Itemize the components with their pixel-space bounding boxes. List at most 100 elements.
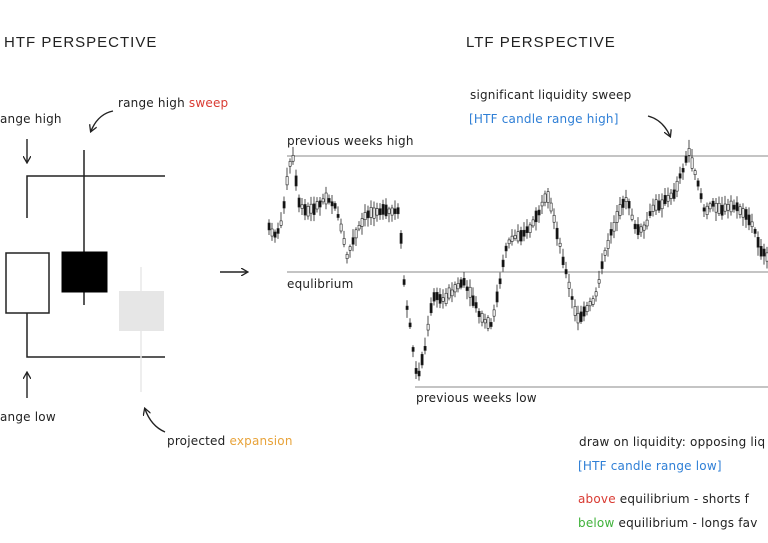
ltf-candle-body bbox=[729, 200, 733, 213]
ltf-candle-body bbox=[501, 259, 505, 268]
ltf-candle-body bbox=[387, 208, 391, 214]
ltf-candle-body bbox=[756, 237, 760, 248]
ltf-candle-body bbox=[732, 204, 736, 210]
ltf-candle-body bbox=[555, 227, 559, 240]
ltf-candle-body bbox=[351, 237, 355, 245]
ltf-candle-body bbox=[432, 292, 436, 302]
ltf-candle-body bbox=[390, 207, 394, 216]
ltf-candle-body bbox=[561, 256, 565, 266]
ltf-candle-body bbox=[723, 203, 727, 212]
below-rest: equilibrium - longs fav bbox=[614, 516, 758, 530]
ltf-candle-body bbox=[270, 228, 274, 237]
ltf-candle-body bbox=[765, 252, 768, 262]
ltf-candle-body bbox=[402, 279, 406, 285]
ltf-candle-body bbox=[705, 205, 709, 215]
ltf-candle-body bbox=[378, 208, 382, 216]
above-equilibrium-note: above equilibrium - shorts f bbox=[578, 492, 749, 506]
htf-range-low-line bbox=[26, 312, 165, 358]
ltf-candle-body bbox=[597, 279, 601, 284]
ltf-candle-body bbox=[375, 208, 379, 216]
ltf-candle-body bbox=[630, 214, 634, 220]
ltf-heading: LTF PERSPECTIVE bbox=[466, 34, 616, 51]
ltf-candle-body bbox=[633, 223, 637, 230]
ltf-candle-body bbox=[600, 261, 604, 269]
ltf-candle-body bbox=[369, 207, 373, 218]
ltf-candle-body bbox=[495, 291, 499, 303]
ltf-candle-body bbox=[426, 323, 430, 331]
ltf-candle-body bbox=[738, 206, 742, 215]
ltf-candle-body bbox=[438, 294, 442, 304]
ltf-candle-body bbox=[681, 168, 685, 173]
ltf-candle-body bbox=[669, 192, 673, 199]
below-equilibrium-note: below equilibrium - longs fav bbox=[578, 516, 758, 530]
ltf-candle-body bbox=[642, 224, 646, 231]
ltf-candle-body bbox=[465, 286, 469, 291]
ltf-candle-body bbox=[684, 155, 688, 163]
ltf-candle-body bbox=[660, 199, 664, 210]
ltf-candle-body bbox=[441, 297, 445, 302]
ltf-candle-body bbox=[510, 235, 514, 242]
ltf-candle-body bbox=[591, 298, 595, 305]
ltf-candle-body bbox=[525, 226, 529, 234]
ltf-candle-body bbox=[483, 319, 487, 324]
ltf-candle-body bbox=[273, 231, 277, 238]
ltf-candle-body bbox=[693, 170, 697, 175]
ltf-candle-body bbox=[408, 322, 412, 328]
ltf-candle-body bbox=[627, 201, 631, 209]
liquidity-sweep-bracket: [HTF candle range high] bbox=[469, 112, 619, 126]
ltf-candle-body bbox=[384, 204, 388, 217]
htf-white-candle bbox=[5, 252, 50, 314]
sweep-word: sweep bbox=[188, 96, 229, 110]
ltf-candle-body bbox=[399, 232, 403, 244]
ltf-candle-body bbox=[333, 203, 337, 209]
ltf-candle-body bbox=[429, 303, 433, 314]
ltf-candle-body bbox=[615, 211, 619, 223]
ltf-candle-body bbox=[294, 175, 298, 187]
ltf-candle-body bbox=[303, 204, 307, 216]
ltf-candle-body bbox=[744, 209, 748, 220]
ltf-candle-body bbox=[474, 302, 478, 309]
ltf-candle-body bbox=[315, 201, 319, 210]
ltf-candle-body bbox=[762, 248, 766, 257]
ltf-candle-body bbox=[585, 305, 589, 312]
ltf-candle-body bbox=[603, 249, 607, 256]
ltf-candle-body bbox=[279, 220, 283, 226]
ltf-candle-body bbox=[489, 322, 493, 327]
above-word: above bbox=[578, 492, 616, 506]
ltf-candle-body bbox=[366, 210, 370, 219]
ltf-candle-body bbox=[726, 204, 730, 211]
ltf-candle-body bbox=[453, 284, 457, 293]
ltf-candle-body bbox=[663, 195, 667, 205]
ltf-candle-body bbox=[696, 180, 700, 187]
ltf-candle-body bbox=[357, 225, 361, 230]
ltf-candle-body bbox=[339, 223, 343, 232]
htf-range-high-line bbox=[26, 175, 165, 218]
ltf-candle-body bbox=[621, 198, 625, 208]
ltf-candle-body bbox=[606, 239, 610, 249]
ltf-candle-body bbox=[405, 305, 409, 310]
prev-week-low-label: previous weeks low bbox=[416, 391, 537, 405]
projected-expansion-arrow bbox=[145, 409, 166, 433]
ltf-candle-body bbox=[309, 203, 313, 214]
ltf-candle-body bbox=[741, 208, 745, 218]
range-low-label: ange low bbox=[0, 410, 56, 424]
ltf-candle-body bbox=[507, 239, 511, 245]
range-high-sweep-arrow bbox=[91, 110, 114, 131]
ltf-candle-body bbox=[558, 242, 562, 247]
ltf-candle-body bbox=[654, 199, 658, 211]
htf-projected-candle bbox=[119, 291, 164, 331]
ltf-candle-body bbox=[579, 311, 583, 322]
liquidity-sweep-arrow bbox=[647, 115, 670, 136]
ltf-candle-body bbox=[540, 201, 544, 207]
range-high-sweep-prefix: range high bbox=[118, 96, 189, 110]
liquidity-sweep-label: significant liquidity sweep bbox=[470, 88, 632, 102]
ltf-candle-body bbox=[537, 209, 541, 216]
ltf-candle-body bbox=[276, 228, 280, 234]
ltf-candle-body bbox=[318, 200, 322, 208]
ltf-candle-body bbox=[672, 189, 676, 199]
ltf-candle-body bbox=[618, 204, 622, 216]
ltf-candle-body bbox=[300, 204, 304, 209]
ltf-candle-body bbox=[420, 354, 424, 366]
ltf-candle-body bbox=[576, 313, 580, 324]
